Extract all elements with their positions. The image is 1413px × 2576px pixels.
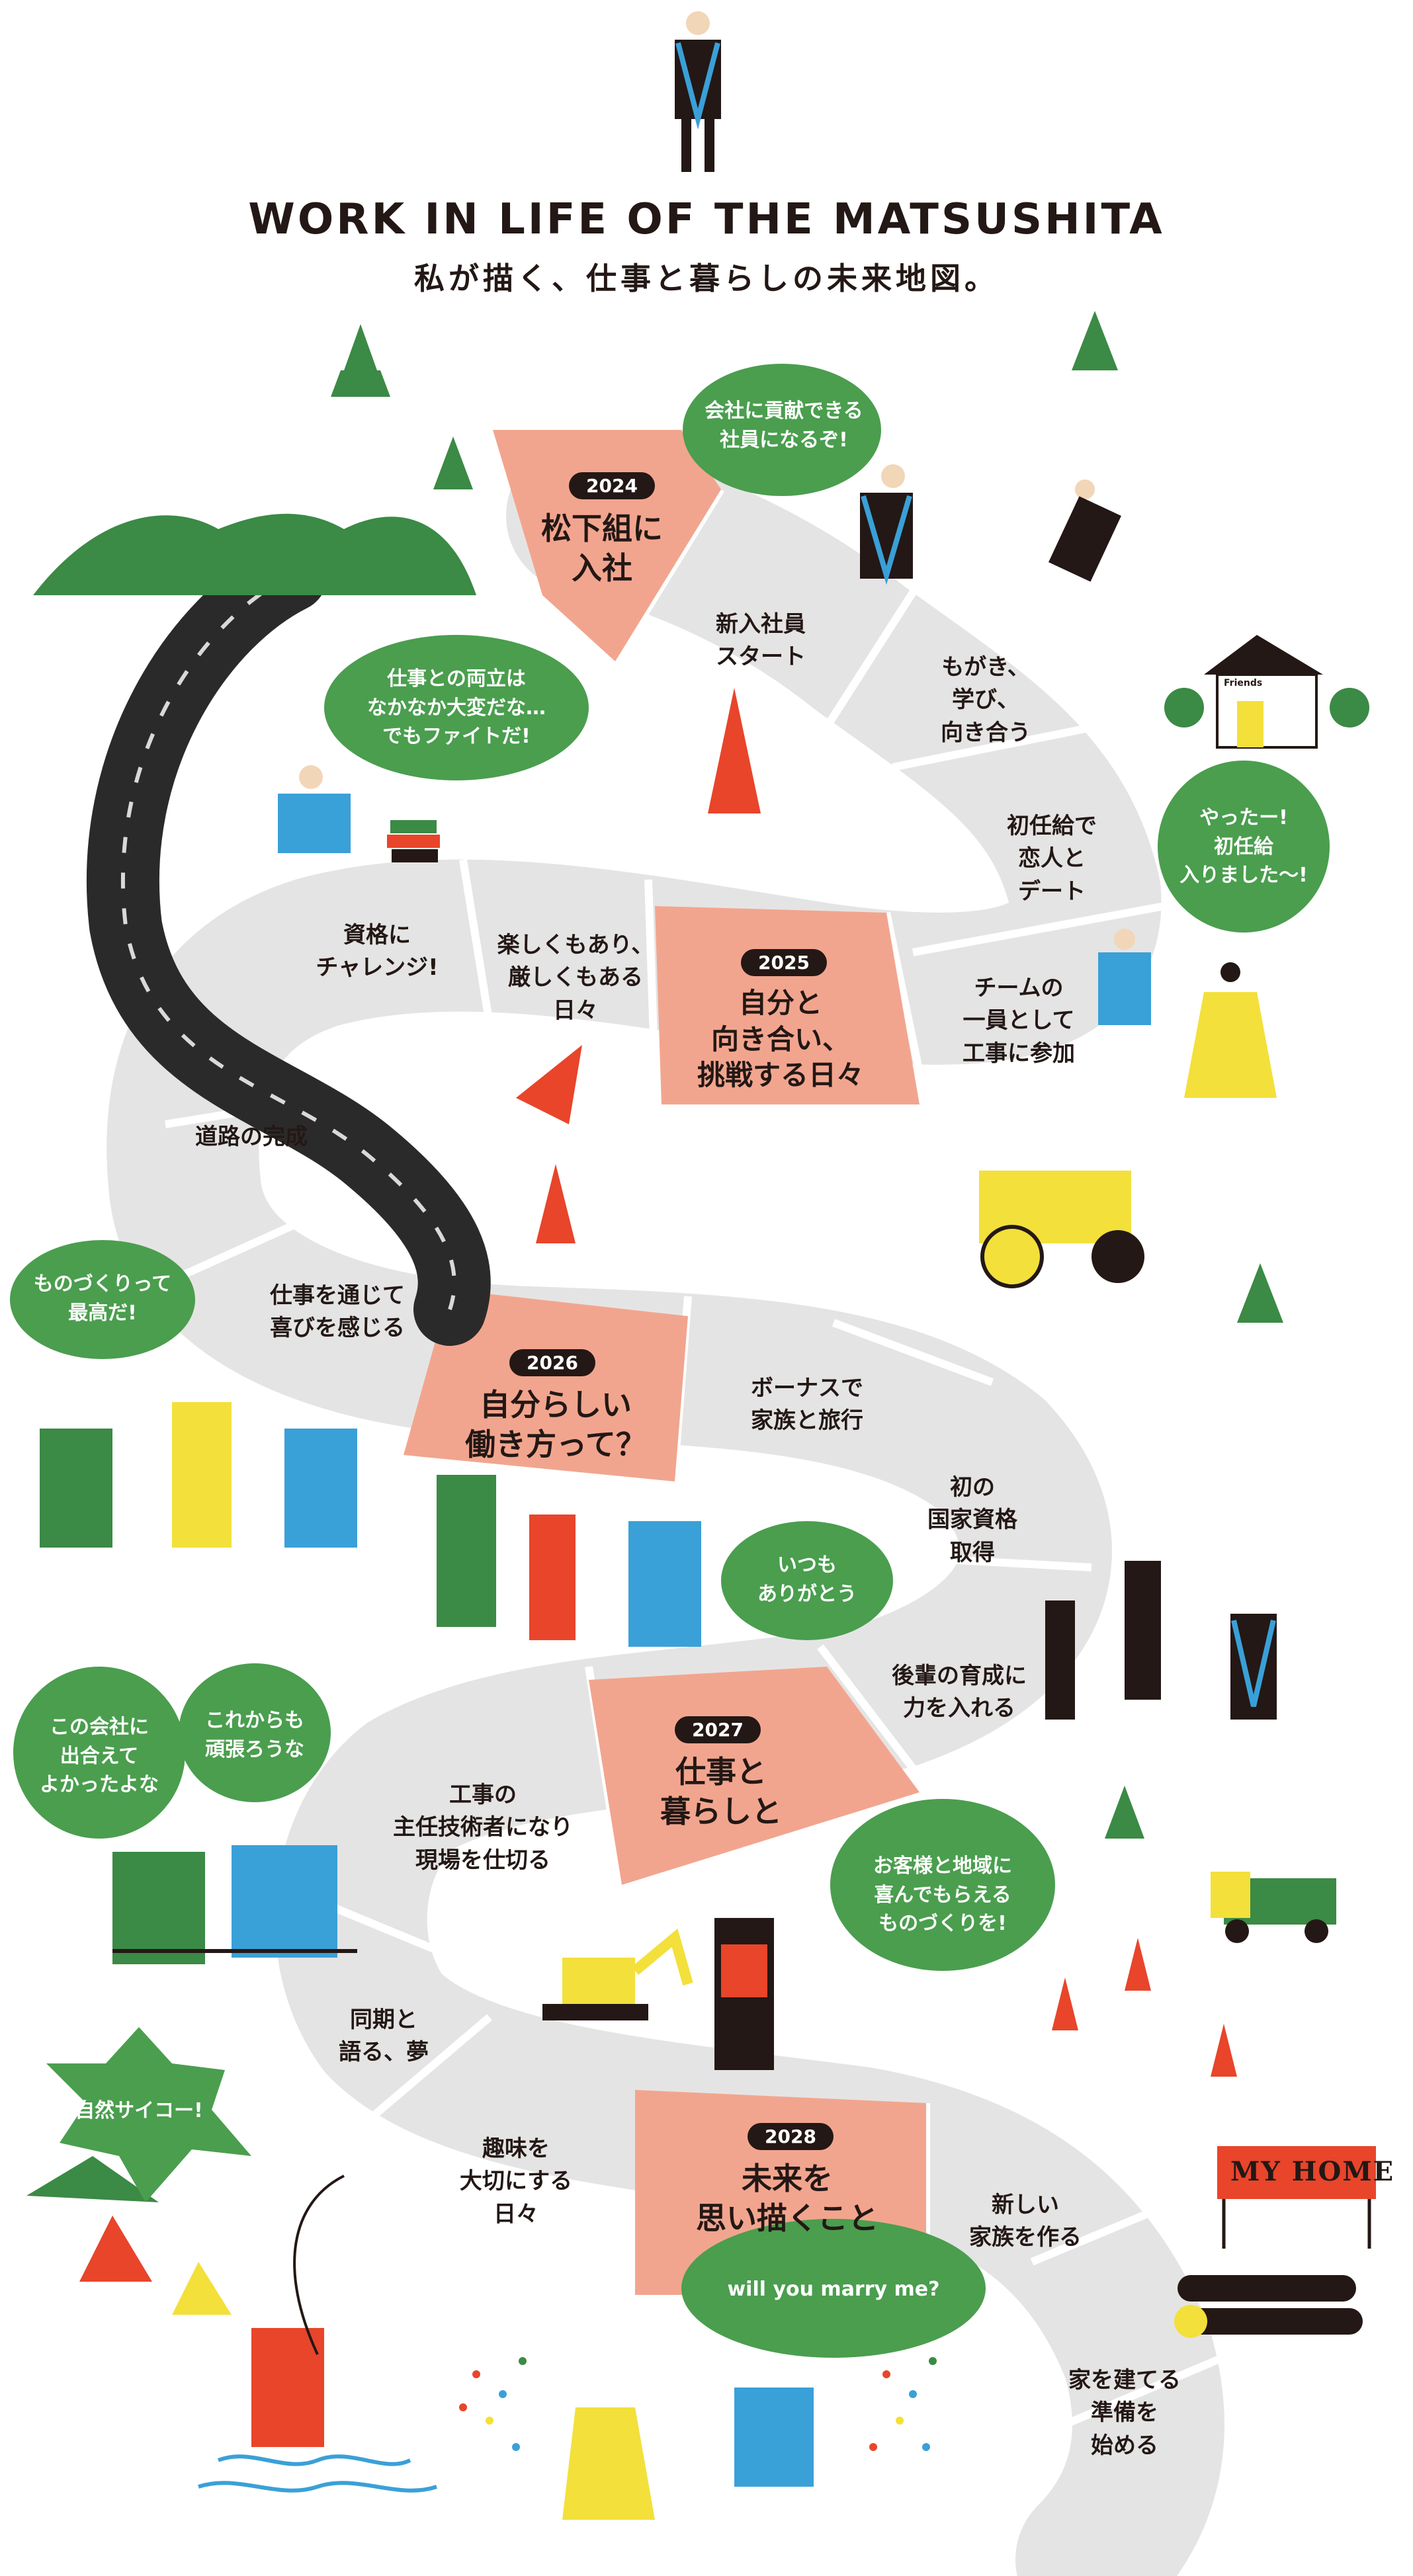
speech-bubble-text: 仕事との両立は なかなか大変だな… でもファイトだ! [367, 667, 546, 748]
bubble-shape [721, 1521, 893, 1640]
bubble-shape [46, 2027, 251, 2202]
excavator-icon [542, 1928, 693, 2020]
family-figures [437, 1475, 701, 1647]
confetti-icons [459, 2357, 937, 2451]
milestone-title-2024: 松下組に 入社 [541, 511, 663, 586]
cheers-figures [40, 1402, 357, 1548]
bubble-shape [10, 1240, 195, 1359]
step-label: 仕事を通じて 喜びを感じる [270, 1282, 405, 1342]
winding-road [87, 539, 491, 1346]
fisherman-figure [251, 2175, 345, 2447]
page-title: WORK IN LIFE OF THE MATSUSHITA [248, 195, 1165, 244]
speech-bubble-text: お客様と地域に 喜んでもらえる ものづくりを! [873, 1854, 1012, 1935]
flag-worker-figure [714, 1918, 774, 2070]
milestone-title-2028: 未来を 思い描くこと [696, 2161, 878, 2236]
step-label: ボーナスで 家族と旅行 [751, 1375, 863, 1434]
step-label: 工事の 主任技術者になり 現場を仕切る [393, 1782, 573, 1874]
bubble-shape [324, 635, 589, 780]
student-figure [278, 765, 440, 862]
step-label: 新しい 家族を作る [969, 2192, 1082, 2251]
step-label: 趣味を 大切にする 日々 [459, 2136, 573, 2227]
bubble-shape [683, 364, 881, 496]
colleagues-figures [112, 1845, 357, 1964]
bubble-shape [179, 1663, 331, 1802]
my-home-sign-text: MY HOME [1230, 2156, 1395, 2187]
step-label: 後輩の育成に 力を入れる [892, 1663, 1027, 1722]
person-figures [40, 11, 1277, 2520]
step-label: 新入社員 スタート [716, 611, 806, 671]
step-label: 初の 国家資格 取得 [927, 1474, 1017, 1566]
year-badge-2028: 2028 [748, 2123, 834, 2150]
milestone-tiles [404, 430, 926, 2295]
step-label: 同期と 語る、夢 [339, 2007, 429, 2066]
bubble-shape [1158, 761, 1330, 933]
tree-icon [433, 436, 473, 489]
truck-icon [1211, 1872, 1336, 1943]
step-label: 資格に チャレンジ! [316, 922, 439, 981]
proposal-figures [562, 2388, 814, 2520]
water-icon [198, 2454, 437, 2493]
milestone-tile-2024 [493, 430, 721, 661]
my-home-sign [1217, 2146, 1376, 2249]
milestone-title-2025: 自分と 向き合い、 挑戦する日々 [697, 987, 864, 1092]
speech-bubble-text: 会社に貢献できる 社員になるぞ! [705, 399, 863, 452]
logs-icon [1174, 2275, 1363, 2338]
cone-icon [536, 1164, 576, 1243]
speech-bubbles [10, 364, 1330, 2358]
house-sign-text: Friends [1224, 678, 1263, 688]
step-label: 家を建てる 準備を 始める [1068, 2367, 1181, 2459]
step-label: もがき、 学び、 向き合う [941, 654, 1031, 746]
cone-icon [1211, 2024, 1237, 2077]
cone-icon [516, 1045, 582, 1124]
road-roller-icon [979, 1171, 1144, 1288]
traffic-cone-icons [516, 688, 1237, 2077]
tree-icons [331, 311, 1283, 1839]
bubble-shape [830, 1799, 1055, 1971]
year-badge-2024: 2024 [569, 472, 655, 499]
speech-bubble-text: ものづくりって 最高だ! [33, 1272, 172, 1325]
year-badge-2027: 2027 [675, 1716, 761, 1743]
runner-figure [1049, 479, 1121, 582]
cone-icon [1125, 1938, 1151, 1991]
house-icon [1164, 635, 1369, 749]
workers-mid-figures [1045, 1561, 1277, 1720]
speech-bubble-text: 自然サイコー! [75, 2099, 203, 2122]
cone-icon [1052, 1977, 1078, 2030]
tree-icon [331, 324, 390, 397]
step-label: チームの 一員として 工事に参加 [963, 975, 1075, 1067]
tree-icon [1072, 311, 1118, 370]
speech-bubble-text: いつも ありがとう [757, 1554, 857, 1606]
milestone-title-2027: 仕事と 暮らしと [660, 1754, 782, 1829]
speech-bubble-text: やったー! 初任給 入りました〜! [1179, 806, 1308, 887]
tent-icons [79, 2216, 232, 2315]
step-label: 道路の完成 [195, 1124, 308, 1150]
bubble-shape [681, 2219, 986, 2358]
cone-icon [708, 688, 761, 813]
speech-bubble-text: これからも 頑張ろうな [205, 1709, 304, 1761]
step-label: 楽しくもあり、 厳しくもある 日々 [497, 932, 654, 1024]
tree-icon [1237, 1263, 1283, 1323]
speech-bubble-text: この会社に 出合えて よかったよな [40, 1716, 159, 1796]
speech-bubble-text: will you marry me? [727, 2278, 940, 2301]
milestone-tile-2026 [404, 1290, 688, 1481]
year-badge-2026: 2026 [509, 1349, 595, 1376]
worker-top-figure [675, 11, 721, 172]
worker-2024-figure [860, 464, 913, 585]
milestone-tile-2027 [589, 1667, 920, 1885]
milestone-tile-2025 [655, 906, 920, 1104]
year-badge-2025: 2025 [741, 949, 827, 976]
tree-icon [1105, 1786, 1144, 1839]
mountains-icon [26, 513, 476, 2202]
page-subtitle: 私が描く、仕事と暮らしの未来地図。 [414, 261, 999, 296]
couple-figures [1098, 929, 1277, 1098]
step-label: 初任給で 恋人と デート [1007, 813, 1097, 905]
milestone-title-2026: 自分らしい 働き方って？ [465, 1387, 646, 1462]
bubble-shape [13, 1667, 185, 1839]
